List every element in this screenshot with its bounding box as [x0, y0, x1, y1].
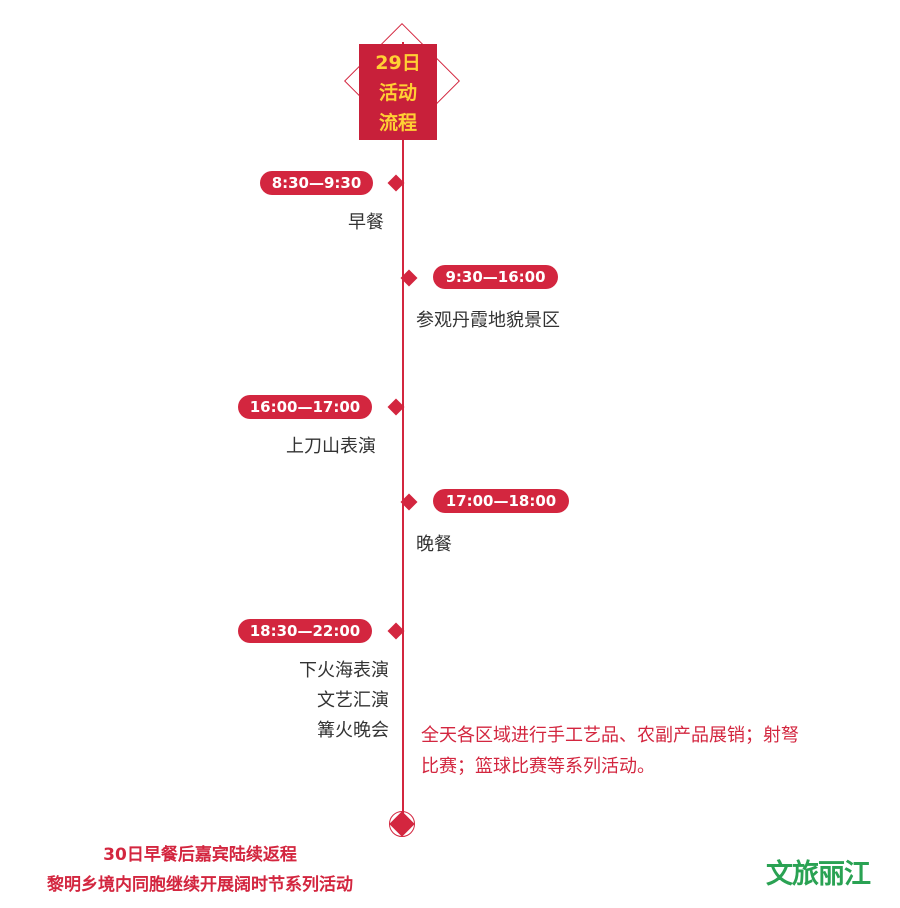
footer-line-2: 黎明乡境内同胞继续开展阔时节系列活动: [47, 875, 353, 895]
activity-5-line-2: 文艺汇演: [317, 690, 389, 711]
time-pill-4: 17:00—18:00: [433, 489, 569, 513]
time-pill-2: 9:30—16:00: [433, 265, 558, 289]
activity-label-1: 早餐: [348, 212, 384, 233]
time-pill-5: 18:30—22:00: [238, 619, 372, 643]
activity-label-4: 晚餐: [416, 534, 452, 555]
time-pill-1: 8:30—9:30: [260, 171, 373, 195]
timeline-line: [402, 42, 404, 827]
brand-logo: 文旅丽江: [766, 859, 871, 890]
time-pill-3: 16:00—17:00: [238, 395, 372, 419]
activity-label-3: 上刀山表演: [286, 436, 376, 457]
header-title-box: 29日 活动 流程: [359, 44, 437, 140]
activity-label-5: 下火海表演 文艺汇演 篝火晚会: [290, 656, 389, 746]
activity-5-line-3: 篝火晚会: [317, 720, 389, 741]
activity-label-2: 参观丹霞地貌景区: [416, 310, 560, 331]
all-day-note: 全天各区域进行手工艺品、农副产品展销；射弩比赛；篮球比赛等系列活动。: [421, 725, 799, 777]
activity-5-line-1: 下火海表演: [299, 660, 389, 681]
header-title-line-2: 活动: [378, 82, 417, 104]
footer-text: 30日早餐后嘉宾陆续返程 黎明乡境内同胞继续开展阔时节系列活动: [0, 840, 400, 900]
header-title-line-1: 29日: [375, 52, 421, 74]
footer-line-1: 30日早餐后嘉宾陆续返程: [103, 845, 297, 865]
header-title-line-3: 流程: [378, 112, 417, 134]
